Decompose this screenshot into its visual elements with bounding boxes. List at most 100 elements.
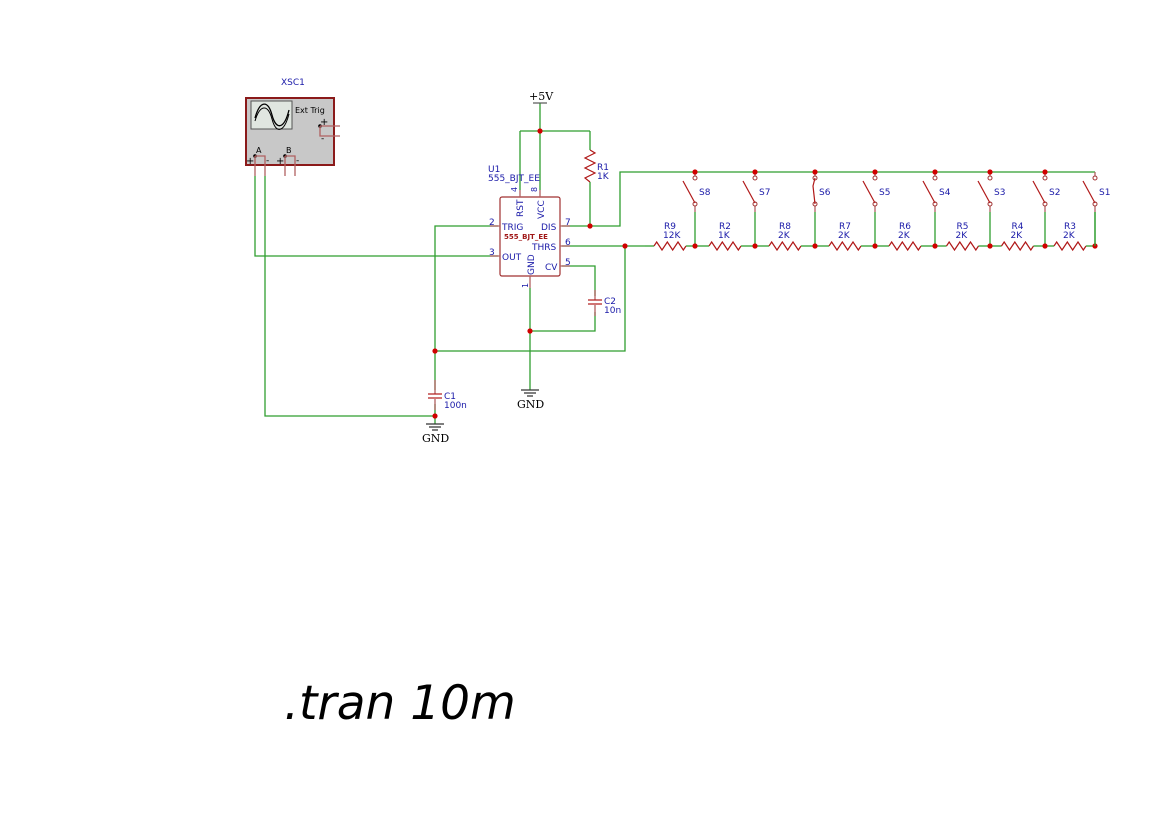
junction-dot <box>812 243 818 249</box>
switch-s4-blade[interactable] <box>922 180 936 204</box>
resistor-r4[interactable] <box>1001 240 1034 252</box>
junction-dot <box>587 223 593 229</box>
switch-ref: S6 <box>819 188 831 198</box>
resistor-ref: R3 <box>1064 222 1076 232</box>
switch-s1-blade[interactable] <box>1082 180 1096 204</box>
wires <box>254 103 1095 424</box>
resistor-r2[interactable] <box>708 240 742 252</box>
supply-5v[interactable]: +5V <box>529 90 554 104</box>
c1-ref: C1 <box>444 392 456 402</box>
resistor-r7[interactable] <box>828 240 862 252</box>
junction-dot <box>812 169 818 175</box>
ext-trig-label: Ext Trig <box>295 106 325 115</box>
switch-s5-blade[interactable] <box>862 180 876 204</box>
r1-ref: R1 <box>597 163 609 173</box>
junction-dot <box>692 169 698 175</box>
supply-label: +5V <box>529 90 554 103</box>
pin-gnd-name: GND <box>527 254 537 275</box>
pin-vcc-name: VCC <box>537 200 547 219</box>
pin-trig-name: TRIG <box>501 223 523 233</box>
channel-b-minus: - <box>296 156 299 166</box>
wire-trig-c1[interactable] <box>434 225 498 390</box>
junction-dot <box>537 128 543 134</box>
switch-contact <box>1092 175 1098 181</box>
channel-a-plus: + <box>246 156 254 167</box>
ground-ic[interactable]: GND <box>517 389 544 411</box>
resistor-value: 12K <box>663 231 681 241</box>
switch-contact <box>932 175 938 181</box>
switch-ref: S2 <box>1049 188 1060 198</box>
switch-s3-blade[interactable] <box>977 180 991 204</box>
resistor-r6[interactable] <box>888 240 922 252</box>
wire-scope-gnd[interactable] <box>264 176 435 417</box>
scope-ref-label: XSC1 <box>281 78 305 88</box>
junction-dot <box>932 169 938 175</box>
resistor-r9[interactable] <box>653 240 687 252</box>
resistor-r8[interactable] <box>768 240 802 252</box>
scope-channel-leads <box>254 155 296 176</box>
switch-ref: S7 <box>759 188 770 198</box>
switch-contact <box>692 175 698 181</box>
resistor-ref: R6 <box>899 222 911 232</box>
junction-dot <box>872 243 878 249</box>
switch-ref: S5 <box>879 188 890 198</box>
ext-trig-leads <box>319 125 340 137</box>
resistor-ref: R7 <box>839 222 851 232</box>
resistor-ref: R8 <box>779 222 791 232</box>
spice-directive[interactable]: .tran 10m <box>284 676 516 731</box>
pin-dis-name: DIS <box>541 223 557 233</box>
r1-zigzag <box>583 149 597 183</box>
channel-a-label: A <box>256 146 262 155</box>
junctions <box>432 128 628 419</box>
pin5-num: 5 <box>565 258 571 268</box>
resistor-value: 2K <box>956 231 969 241</box>
c2-value: 10n <box>604 306 621 316</box>
switch-contact <box>987 175 993 181</box>
ic-pins <box>490 190 570 288</box>
channel-b-label: B <box>286 146 292 155</box>
junction-dot <box>432 348 438 354</box>
capacitor-c2[interactable]: C2 10n <box>588 290 621 316</box>
ground-c1[interactable]: GND <box>422 423 449 445</box>
resistor-r3[interactable] <box>1053 240 1087 252</box>
ext-trig-minus: - <box>321 134 324 144</box>
ic-model: 555_BJT_EE <box>488 174 540 184</box>
wire-out-to-scope[interactable] <box>254 176 498 257</box>
switch-s8-blade[interactable] <box>682 180 696 204</box>
switch-s7-blade[interactable] <box>742 180 756 204</box>
resistor-value: 2K <box>778 231 791 241</box>
resistor-ref: R5 <box>957 222 969 232</box>
wire-dis-node[interactable] <box>562 171 1095 227</box>
ext-trig-plus: + <box>320 117 328 128</box>
ground-icon <box>521 389 539 397</box>
ic-555-u1[interactable]: U1 555_BJT_EE 4 8 RST VCC 2 TRIG 7 DIS 5… <box>488 165 571 288</box>
capacitor-c1[interactable]: C1 100n <box>428 380 467 411</box>
wire-cv-c2[interactable] <box>530 265 596 332</box>
pin3-num: 3 <box>489 248 495 258</box>
switch-contact <box>752 175 758 181</box>
resistor-value: 1K <box>718 231 731 241</box>
wire-vcc-rail[interactable] <box>519 103 591 190</box>
junction-dot <box>752 243 758 249</box>
switch-s2-blade[interactable] <box>1032 180 1046 204</box>
switch-contact <box>872 175 878 181</box>
junction-dot <box>752 169 758 175</box>
pin6-num: 6 <box>565 238 571 248</box>
pin4-num: 4 <box>510 187 519 192</box>
junction-dot <box>932 243 938 249</box>
resistor-r5[interactable] <box>946 240 979 252</box>
oscilloscope-xsc1[interactable]: XSC1 Ext Trig + - A B + - + - <box>245 78 340 176</box>
pin7-num: 7 <box>565 218 571 228</box>
resistor-r1[interactable]: R1 1K <box>583 149 610 183</box>
ic-ref: U1 <box>488 165 500 175</box>
switch-s6-blade-closed[interactable] <box>812 177 816 205</box>
resistor-ref: R4 <box>1012 222 1024 232</box>
r1-value: 1K <box>597 172 610 182</box>
wire-thrs-node[interactable] <box>435 245 645 352</box>
switch-ref: S4 <box>939 188 951 198</box>
resistor-value: 2K <box>898 231 911 241</box>
junction-dot <box>622 243 628 249</box>
sine-wave-icon-2 <box>254 107 290 130</box>
